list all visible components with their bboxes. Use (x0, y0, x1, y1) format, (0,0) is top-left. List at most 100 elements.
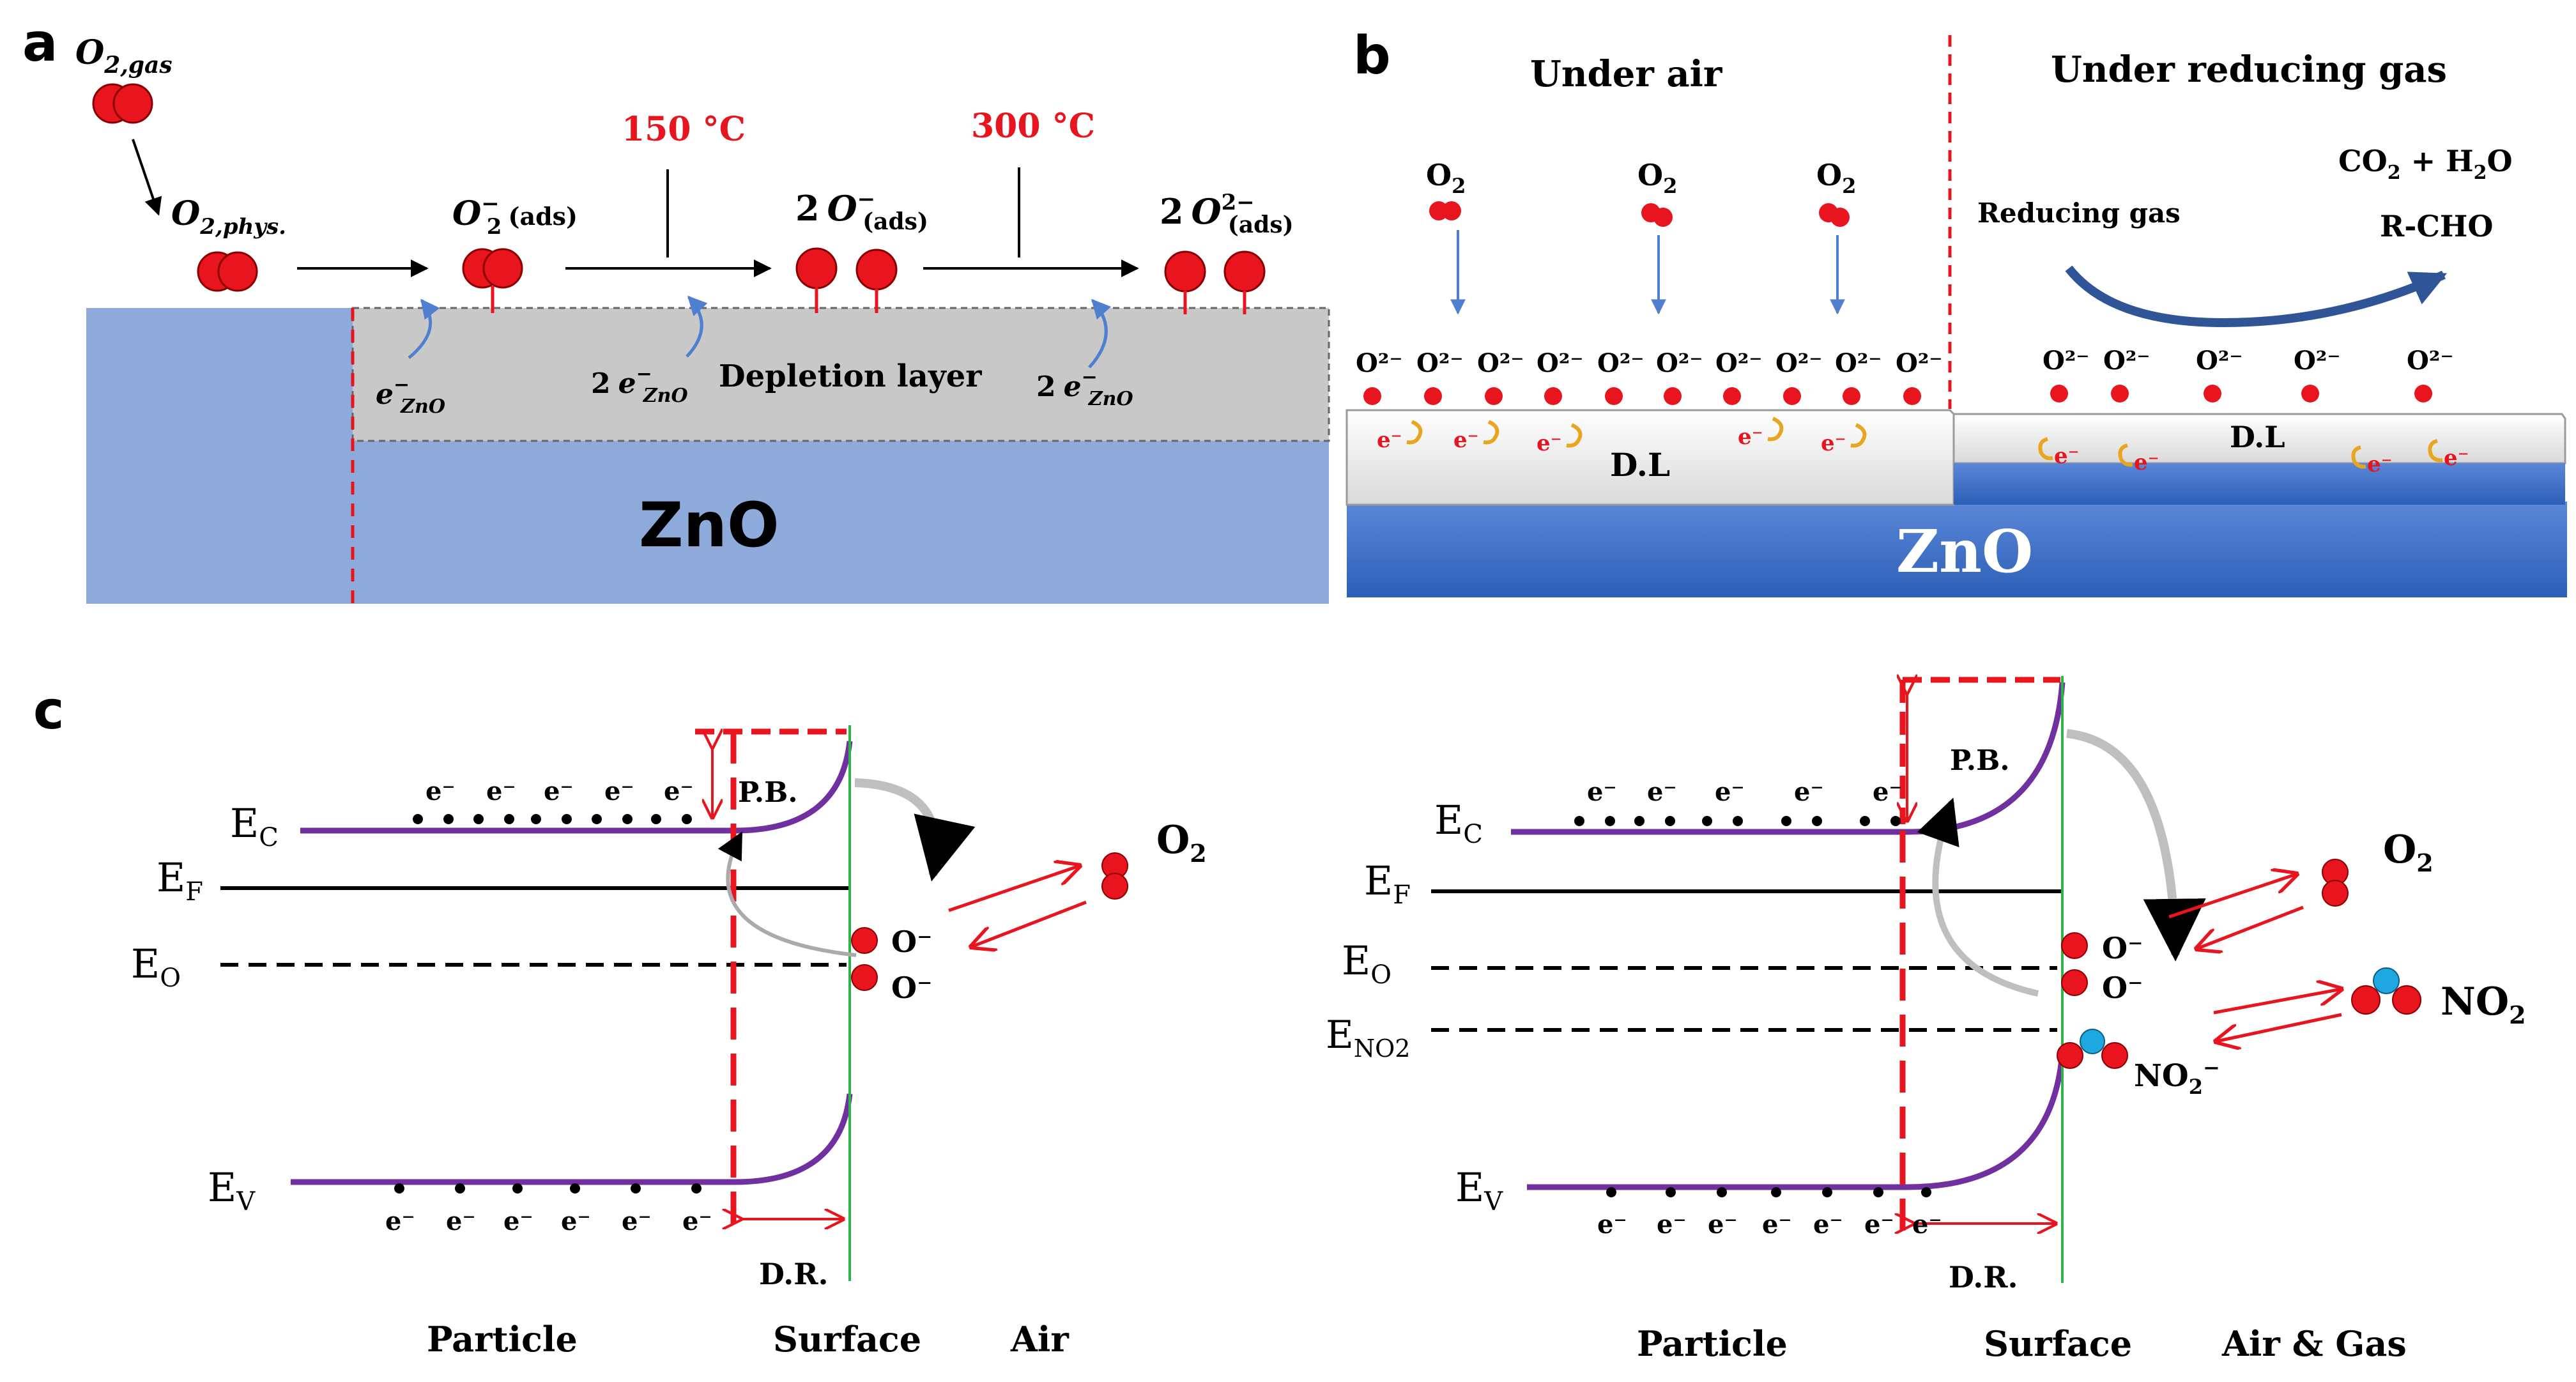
electron-dot (413, 814, 423, 824)
o2-molecule-b-1: O2 (1426, 158, 1466, 315)
products-line-2: R-CHO (2380, 209, 2493, 243)
pb-label-right: P.B. (1950, 744, 2010, 777)
electron-dot (691, 1183, 702, 1194)
ec-label-right: EC (1434, 797, 1483, 849)
electron-label-1: e−ZnO (376, 374, 445, 418)
temperature-300: 300 °C (971, 107, 1095, 146)
electron-dot (1666, 1187, 1676, 1197)
o2-gas-molecule (92, 83, 153, 124)
dr-label-right: D.R. (1949, 1260, 2018, 1294)
electron-path (1566, 423, 1583, 448)
svg-text:O2: O2 (1426, 158, 1466, 198)
cb-electrons-right: e⁻e⁻e⁻e⁻e⁻ (1574, 777, 1903, 826)
electron-dot (394, 1183, 404, 1194)
ec-label-left: EC (230, 800, 279, 852)
o2-gas-label: O2,gas (75, 33, 172, 79)
dr-label-left: D.R. (759, 1257, 829, 1291)
ev-label-right: EV (1455, 1164, 1503, 1217)
two-o-minus-atoms (795, 247, 898, 313)
panel-c-letter: c (33, 680, 65, 741)
electron-label: e⁻ (2367, 452, 2393, 477)
particle-label-right: Particle (1637, 1323, 1788, 1364)
electron-capture-arrow-left (854, 778, 976, 882)
svg-text:NO2: NO2 (2441, 979, 2526, 1029)
electron-return-arrow-left (717, 831, 857, 957)
electron-path (1850, 423, 1867, 448)
electron-path (1406, 420, 1423, 445)
o2minus-ion-label: O²⁻ (1537, 348, 1583, 378)
o2minus-ions-reducing: O²⁻O²⁻O²⁻O²⁻O²⁻ (2043, 346, 2453, 403)
dl-right-label: D.L (2230, 420, 2285, 454)
electron-return-arrow-right (1917, 797, 2039, 997)
o2minus-ion-label: O²⁻ (1715, 348, 1762, 378)
electron-transfer-arrow-2 (686, 295, 708, 358)
electron-dot (1822, 1187, 1832, 1197)
cb-electrons-left: e⁻e⁻e⁻e⁻e⁻ (413, 776, 694, 824)
electron-dot (622, 814, 632, 824)
zno-thin-band (1954, 463, 2565, 505)
electron-label: e⁻ (1794, 777, 1824, 807)
conduction-band-left (300, 741, 853, 834)
desorption-o2-arrow-right (2168, 874, 2297, 919)
under-air-title: Under air (1530, 53, 1723, 95)
svg-text:O2: O2 (1816, 158, 1856, 198)
o2-gas-right: O2 (2322, 827, 2434, 907)
products-line-1: CO2 + H2O (2338, 144, 2513, 184)
electron-label: e⁻ (1912, 1209, 1942, 1240)
o2minus-ion (2301, 385, 2319, 403)
temperature-150: 150 °C (622, 110, 746, 149)
panel-a-letter: a (22, 13, 57, 73)
valence-band-left (291, 1093, 853, 1185)
under-reducing-gas-title: Under reducing gas (2051, 49, 2447, 91)
surface-label-right: Surface (1984, 1323, 2132, 1364)
electron-dot (1921, 1187, 1931, 1197)
pb-label-left: P.B. (738, 776, 798, 809)
o2-gas-left: O2 (1101, 818, 1207, 900)
ef-label-right: EF (1364, 857, 1411, 910)
o2minus-ion (2050, 385, 2068, 403)
o2minus-ion (1723, 387, 1741, 405)
o2-phys-molecule (197, 251, 258, 292)
band-diagram-right: EC EF EO ENO2 EV P.B. D.R. O⁻ (1326, 676, 2526, 1364)
electron-dot (1605, 816, 1615, 826)
electron-dot (1860, 816, 1870, 826)
electron-dot (455, 1183, 465, 1194)
electron-label: e⁻ (1708, 1209, 1738, 1240)
electron-dot (1733, 816, 1743, 826)
electron-label: e⁻ (1537, 431, 1562, 456)
panel-b-letter: b (1353, 26, 1391, 86)
o2minus-ion (2111, 385, 2129, 403)
electron-label: e⁻ (664, 776, 694, 806)
electron-dot (682, 814, 692, 824)
o2minus-ion-label: O²⁻ (1477, 348, 1524, 378)
svg-text:O⁻: O⁻ (2102, 971, 2143, 1005)
o2minus-ion-label: O²⁻ (1835, 348, 1882, 378)
electron-dot (1812, 816, 1822, 826)
electron-capture-arrow-right (2066, 729, 2206, 962)
panel-a: a Depletion layer ZnO O2,gas O2,phys. O−… (22, 13, 1330, 604)
adsorption-arrow (132, 139, 162, 216)
o2minus-ion (2204, 385, 2221, 403)
o2minus-ion (1664, 387, 1682, 405)
two-o-2minus-atoms (1164, 250, 1266, 314)
electron-dot (570, 1183, 580, 1194)
electron-dot (1873, 1187, 1883, 1197)
o2minus-ion-label: O²⁻ (2103, 346, 2150, 376)
o2-molecule-b-3: O2 (1816, 158, 1856, 315)
particle-label-left: Particle (427, 1319, 578, 1360)
electron-label: e⁻ (2054, 443, 2080, 469)
eo-label-right: EO (1342, 937, 1392, 990)
electron-label: e⁻ (503, 1206, 533, 1236)
o2minus-ion-label: O²⁻ (2043, 346, 2089, 376)
air-gas-label-right: Air & Gas (2221, 1323, 2407, 1364)
electron-dot (504, 814, 514, 824)
adsorption-no2-arrow-right (2216, 1013, 2342, 1041)
electron-dot (1574, 816, 1584, 826)
electron-label: e⁻ (2134, 450, 2159, 475)
adsorption-arrow-left (971, 900, 1087, 947)
ef-label-left: EF (157, 854, 203, 907)
